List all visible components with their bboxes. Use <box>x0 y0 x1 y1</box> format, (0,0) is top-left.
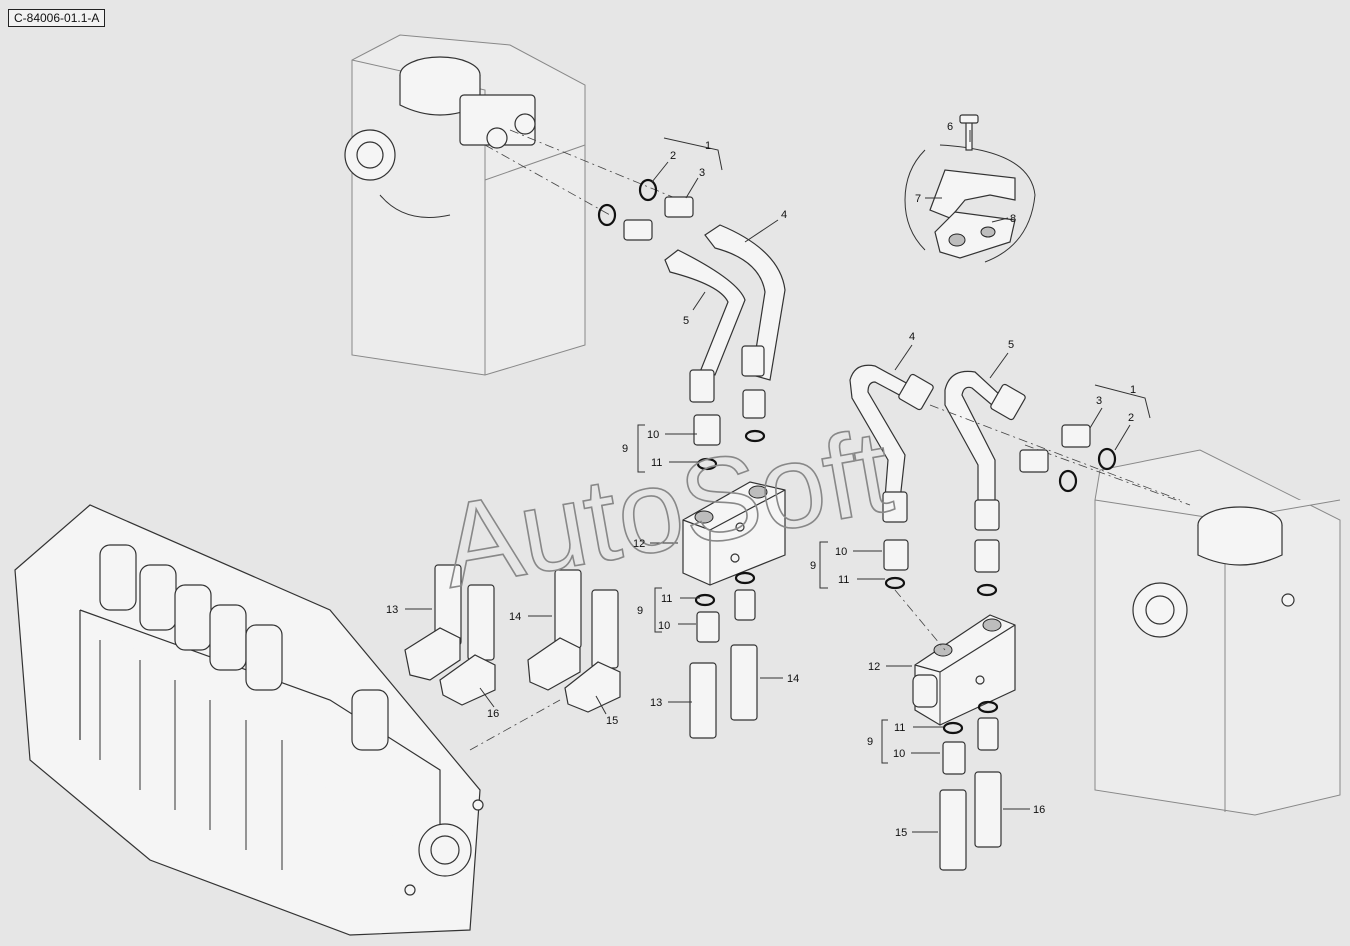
callout-11-b: 11 <box>661 593 672 605</box>
callout-15-right: 15 <box>895 827 907 839</box>
callout-13-mid: 13 <box>650 697 662 709</box>
callout-6: 6 <box>947 121 953 133</box>
callout-7: 7 <box>915 193 921 205</box>
callout-11-a: 11 <box>651 457 662 469</box>
control-valve-bank <box>14 504 561 936</box>
lower-right-housing <box>1094 449 1341 816</box>
valve-block-right <box>883 539 1016 726</box>
callout-11-d: 11 <box>894 722 905 734</box>
callout-14-mid: 14 <box>787 673 799 685</box>
callout-10-d: 10 <box>893 748 905 760</box>
callout-16-left: 16 <box>487 708 499 720</box>
callout-9-a: 9 <box>622 443 628 455</box>
callout-12-right: 12 <box>868 661 880 673</box>
right-upper-tubes <box>849 364 1191 531</box>
right-lower-fittings <box>939 700 1002 871</box>
callout-4-right: 4 <box>909 331 915 343</box>
left-lower-fittings <box>689 571 758 739</box>
callout-16-right: 16 <box>1033 804 1045 816</box>
callout-1-right: 1 <box>1130 384 1136 396</box>
callout-2-left: 2 <box>670 150 676 162</box>
callout-15-left: 15 <box>606 715 618 727</box>
callout-3-right: 3 <box>1096 395 1102 407</box>
reference-code-label: C-84006-01.1-A <box>8 9 106 27</box>
valve-block-left <box>682 481 786 586</box>
callout-10-c: 10 <box>835 546 847 558</box>
callout-labels: 1 2 3 4 5 6 7 8 4 5 1 3 2 9 10 11 12 9 1… <box>386 121 1136 839</box>
left-upper-tubes <box>484 129 786 471</box>
elbow-fittings-left <box>404 564 621 713</box>
callout-10-b: 10 <box>658 620 670 632</box>
callout-3-left: 3 <box>699 167 705 179</box>
callout-5-left: 5 <box>683 315 689 327</box>
callout-5-right: 5 <box>1008 339 1014 351</box>
callout-12-left: 12 <box>633 538 645 550</box>
leader-lines <box>405 130 1151 833</box>
callout-10-a: 10 <box>647 429 659 441</box>
callout-4-left: 4 <box>781 209 787 221</box>
watermark-text: AutoSoft <box>432 405 901 614</box>
callout-9-c: 9 <box>810 560 816 572</box>
callout-9-b: 9 <box>637 605 643 617</box>
upper-left-housing <box>344 34 586 376</box>
callout-9-d: 9 <box>867 736 873 748</box>
callout-1-left: 1 <box>705 140 711 152</box>
callout-13-left: 13 <box>386 604 398 616</box>
callout-11-c: 11 <box>838 574 849 586</box>
callout-8: 8 <box>1010 213 1016 225</box>
callout-14-left: 14 <box>509 611 521 623</box>
callout-2-right: 2 <box>1128 412 1134 424</box>
clamp-detail <box>904 114 1036 263</box>
